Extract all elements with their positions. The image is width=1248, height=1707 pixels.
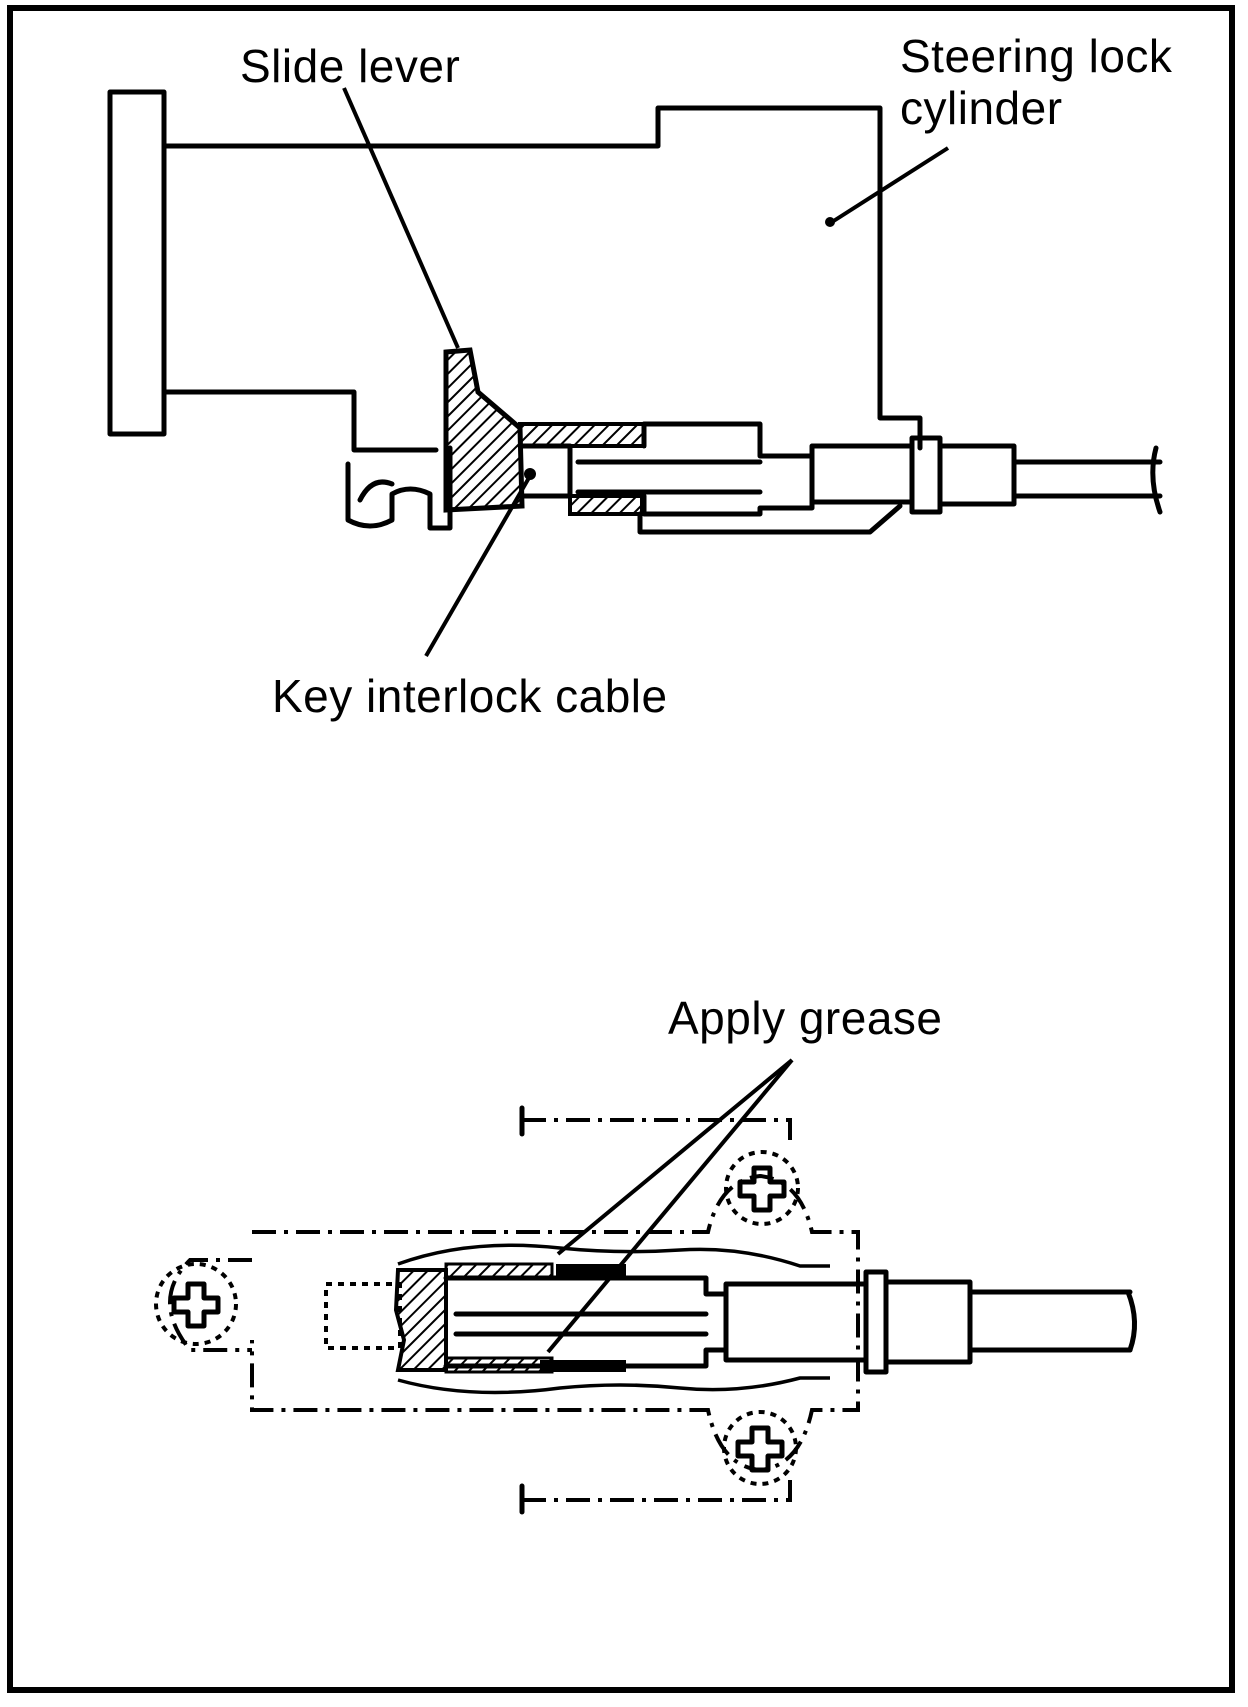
label-steering-lock-line2: cylinder [900, 82, 1063, 134]
label-steering-lock-cylinder: Steering lock cylinder [900, 30, 1172, 134]
cable-line [1011, 459, 1163, 499]
grease-band-top [556, 1264, 626, 1276]
label-key-interlock-cable: Key interlock cable [272, 670, 668, 722]
screw-top [724, 1150, 800, 1226]
screw-left [154, 1262, 238, 1346]
cylinder-body [161, 105, 923, 453]
leader-grease-2 [546, 1058, 794, 1354]
screw-bottom [722, 1410, 798, 1486]
leader-slide-lever [342, 87, 460, 349]
leader-grease-1 [556, 1058, 794, 1256]
grease-detail-assembly [154, 1058, 1137, 1515]
leader-key-cable [424, 474, 532, 658]
bracket-outline [250, 1173, 860, 1473]
section-lever [393, 1268, 448, 1372]
steering-lock-assembly [107, 87, 1163, 658]
label-slide-lever: Slide lever [240, 40, 461, 92]
flange-plate [107, 89, 167, 437]
body-bump [345, 445, 453, 531]
cable-end-housing [517, 421, 815, 517]
leader-steering-lock [830, 146, 950, 224]
label-steering-lock-line1: Steering lock [900, 30, 1173, 82]
frame-border [7, 5, 1235, 1693]
slide-lever [443, 347, 525, 513]
label-apply-grease: Apply grease [668, 992, 943, 1044]
cable-sleeve-top [518, 422, 646, 448]
